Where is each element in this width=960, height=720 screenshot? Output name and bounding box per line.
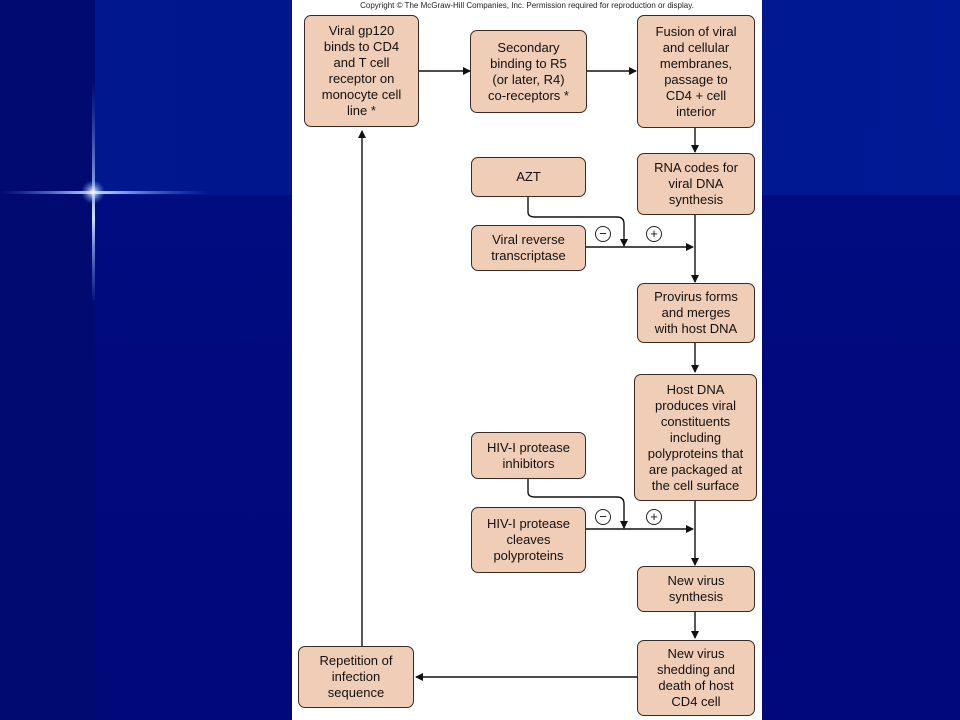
node-protease-inhibitors: HIV-I protease inhibitors <box>471 432 586 479</box>
node-gp120-binding: Viral gp120 binds to CD4 and T cell rece… <box>304 15 419 127</box>
promote-sign-protease: + <box>646 509 662 525</box>
flow-arrows <box>358 67 699 681</box>
node-repetition: Repetition of infection sequence <box>298 646 414 708</box>
node-host-dna: Host DNA produces viral constituents inc… <box>634 374 757 501</box>
node-secondary-binding: Secondary binding to R5 (or later, R4) c… <box>470 30 587 113</box>
node-reverse-transcriptase: Viral reverse transcriptase <box>471 225 586 271</box>
node-provirus: Provirus forms and merges with host DNA <box>637 283 755 343</box>
node-virus-shedding: New virus shedding and death of host CD4… <box>637 640 755 716</box>
lens-flare-decoration <box>0 80 210 300</box>
copyright-notice: Copyright © The McGraw-Hill Companies, I… <box>360 1 694 10</box>
inhibit-sign-protease: − <box>595 509 611 525</box>
slide-left-band <box>0 0 95 720</box>
inhibit-sign-azt: − <box>595 226 611 242</box>
node-new-virus-synthesis: New virus synthesis <box>637 566 755 612</box>
promote-sign-rt: + <box>646 226 662 242</box>
node-protease-cleaves: HIV-I protease cleaves polyproteins <box>471 507 586 573</box>
diagram-panel: Copyright © The McGraw-Hill Companies, I… <box>292 0 762 720</box>
node-rna-codes: RNA codes for viral DNA synthesis <box>637 153 755 215</box>
node-azt: AZT <box>471 157 586 197</box>
node-membrane-fusion: Fusion of viral and cellular membranes, … <box>637 15 755 128</box>
